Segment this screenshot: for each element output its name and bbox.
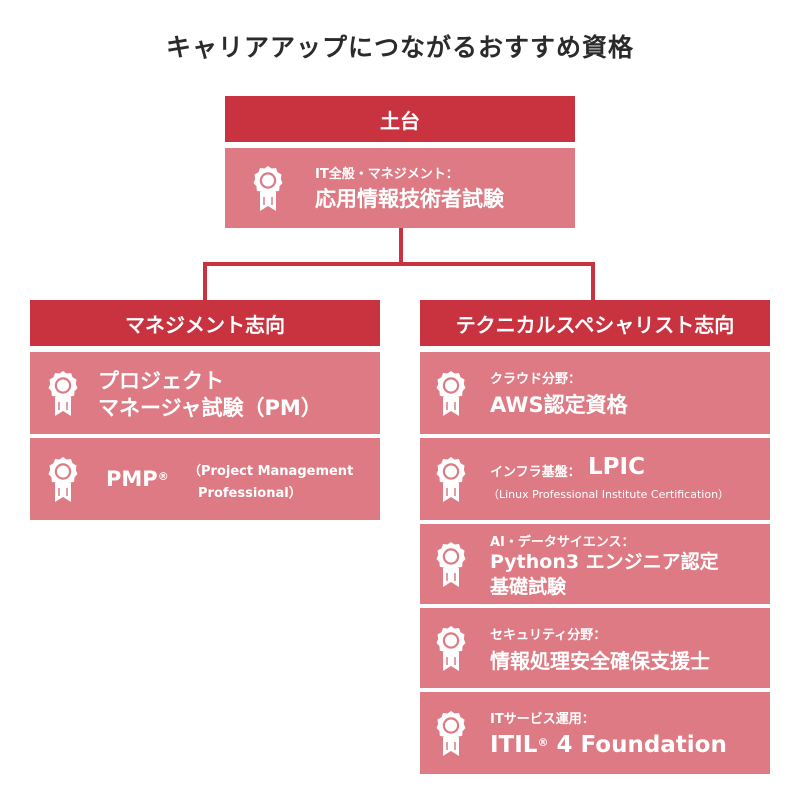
card-python: AI・データサイエンス： Python3 エンジニア認定 基礎試験 xyxy=(420,524,770,604)
foundation-card: IT全般・マネジメント： 応用情報技術者試験 xyxy=(225,148,575,228)
registered-mark: ® xyxy=(157,470,169,483)
medal-icon xyxy=(46,370,80,418)
security-name: 情報処理安全確保支援士 xyxy=(490,649,710,673)
lpic-sub: インフラ基盤： xyxy=(490,465,581,480)
medal-icon xyxy=(46,456,80,504)
management-header: マネジメント志向 xyxy=(30,300,380,346)
connector-right xyxy=(591,262,595,300)
aws-name: AWS認定資格 xyxy=(490,393,628,417)
aws-sub: クラウド分野： xyxy=(490,372,582,387)
technical-header: テクニカルスペシャリスト志向 xyxy=(420,300,770,346)
card-lpic: インフラ基盤： LPIC （Linux Professional Institu… xyxy=(420,438,770,520)
security-sub: セキュリティ分野： xyxy=(490,628,607,643)
card-security: セキュリティ分野： 情報処理安全確保支援士 xyxy=(420,608,770,688)
card-aws: クラウド分野： AWS認定資格 xyxy=(420,352,770,434)
medal-icon xyxy=(434,625,468,673)
python-name-line1: Python3 エンジニア認定 xyxy=(490,551,719,573)
pmp-name-text: PMP xyxy=(106,467,158,491)
pm-name-line2: マネージャ試験（PM） xyxy=(98,396,322,420)
medal-icon xyxy=(434,710,468,758)
medal-icon xyxy=(434,370,468,418)
foundation-header: 土台 xyxy=(225,96,575,142)
pmp-note-line1: （Project Management xyxy=(188,464,354,479)
itil-name: ITIL® 4 Foundation xyxy=(490,732,727,758)
itil-name-post: 4 Foundation xyxy=(548,732,727,758)
connector-trunk xyxy=(399,228,403,264)
medal-icon xyxy=(251,165,285,213)
itil-name-pre: ITIL xyxy=(490,732,538,758)
pmp-note-line2: Professional） xyxy=(198,486,302,501)
itil-sub: ITサービス運用： xyxy=(490,712,595,727)
card-itil: ITサービス運用： ITIL® 4 Foundation xyxy=(420,692,770,774)
lpic-note: （Linux Professional Institute Certificat… xyxy=(488,488,730,501)
pmp-name: PMP® xyxy=(106,466,169,492)
foundation-sub: IT全般・マネジメント： xyxy=(315,167,459,182)
python-sub: AI・データサイエンス： xyxy=(490,535,635,550)
connector-left xyxy=(203,262,207,300)
card-pmp: PMP® （Project Management Professional） xyxy=(30,438,380,520)
pm-name-line1: プロジェクト xyxy=(98,369,224,393)
lpic-name: LPIC xyxy=(588,454,645,480)
python-name-line2: 基礎試験 xyxy=(490,576,567,598)
medal-icon xyxy=(434,541,468,589)
registered-mark: ® xyxy=(537,736,549,749)
card-pm: プロジェクト マネージャ試験（PM） xyxy=(30,352,380,434)
foundation-name: 応用情報技術者試験 xyxy=(315,187,504,211)
medal-icon xyxy=(434,456,468,504)
connector-horizontal xyxy=(203,262,595,266)
page-title: キャリアアップにつながるおすすめ資格 xyxy=(165,33,634,62)
